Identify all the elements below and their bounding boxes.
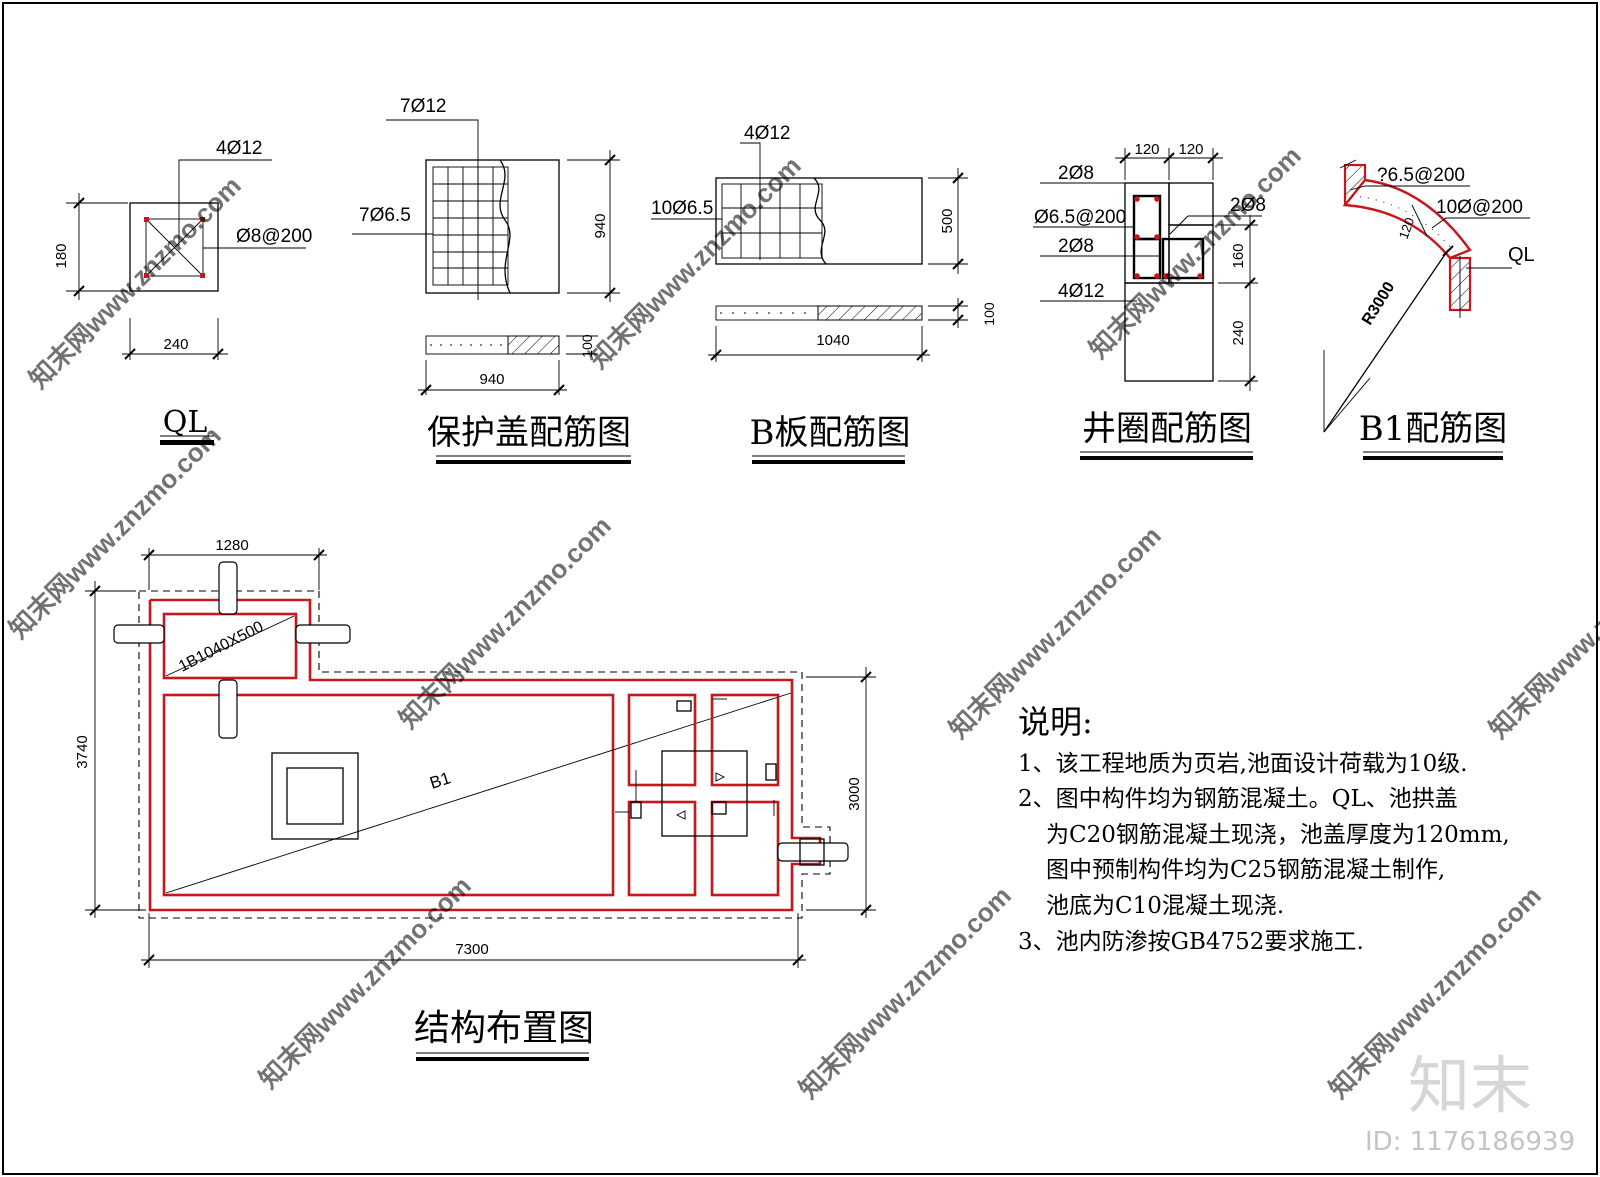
layout-dim-top: 1280 [215, 537, 248, 554]
notes-line-6: 3、池内防渗按GB4752要求施工. [1018, 929, 1364, 955]
cover-rebar-top-label: 7Ø12 [400, 96, 446, 117]
pipe-left [113, 624, 165, 644]
watermark-text: 知末网www.znzmo.com [793, 880, 1017, 1104]
b1-rebar-2: 10Ø@200 [1436, 197, 1523, 218]
bslab-title: B板配筋图 [750, 413, 911, 453]
watermark-text: 知末网www.znzmo.com [23, 170, 247, 394]
ring-dim-top-right: 120 [1178, 141, 1203, 158]
layout-dim-left: 3740 [74, 735, 91, 768]
bslab-rebar-side-label: 10Ø6.5 [651, 198, 713, 219]
cover-dim-width: 940 [479, 371, 504, 388]
bslab-detail: 4Ø12 10Ø6.5 500 100 1040 B板配筋图 [651, 123, 997, 464]
pipe-right-top [295, 624, 351, 644]
ql-dim-height: 180 [53, 243, 70, 268]
ring-detail: 120 120 2Ø8 Ø6.5@200 2Ø8 4Ø12 2Ø8 160 24… [1033, 141, 1266, 460]
b1-rebar-1: ?6.5@200 [1377, 165, 1465, 186]
ring-rebar-2: Ø6.5@200 [1034, 207, 1126, 228]
watermark-text: 知末网www.znzmo.com [393, 510, 617, 734]
bslab-dim-width: 1040 [816, 332, 849, 349]
watermark-text: 知末网www.znzmo.com [3, 420, 227, 644]
bslab-rebar-top-label: 4Ø12 [744, 123, 790, 144]
ring-title: 井圈配筋图 [1082, 409, 1252, 449]
watermark-logo: 知末 [1408, 1049, 1532, 1122]
notes-line-1: 1、该工程地质为页岩,池面设计荷载为10级. [1018, 751, 1468, 777]
watermark-text: 知末网www.znzmo.com [1083, 140, 1307, 364]
watermark-text: 知末网www.znzmo.com [1483, 520, 1600, 744]
ring-rebar-3: 2Ø8 [1058, 236, 1094, 257]
cover-rebar-side-label: 7Ø6.5 [359, 205, 411, 226]
pipe-down [218, 679, 238, 739]
cover-dim-thickness: 100 [579, 334, 595, 358]
watermark-id: ID: 1176186939 [1365, 1127, 1575, 1157]
layout-dim-bottom: 7300 [455, 941, 488, 958]
pipe-top [218, 561, 238, 615]
layout-dim-right: 3000 [846, 777, 863, 810]
notes-block: 说明: 1、该工程地质为页岩,池面设计荷载为10级. 2、图中构件均为钢筋混凝土… [1018, 703, 1510, 955]
ql-title: QL [163, 405, 208, 440]
notes-line-3: 为C20钢筋混凝土现浇，池盖厚度为120mm, [1046, 822, 1510, 848]
ring-rebar-right: 2Ø8 [1230, 195, 1266, 216]
layout-plan: 1B1040X500 B1 1280 [74, 537, 876, 1061]
b1-title: B1配筋图 [1359, 409, 1508, 449]
ring-dim-top-left: 120 [1134, 141, 1159, 158]
ql-top-rebar-label: 4Ø12 [216, 138, 262, 159]
watermark-text: 知末网www.znzmo.com [583, 150, 807, 374]
layout-slab-label: 1B1040X500 [176, 618, 266, 675]
b1-detail: ?6.5@200 10Ø@200 120 QL R3000 B1配筋图 [1323, 159, 1535, 460]
watermark-layer: 知末网www.znzmo.com 知末网www.znzmo.com 知末网www… [3, 140, 1600, 1157]
layout-b1-label: B1 [427, 768, 453, 792]
ring-rebar-1: 2Ø8 [1058, 163, 1094, 184]
bslab-dim-height: 500 [939, 208, 956, 233]
ql-detail: 4Ø12 Ø8@200 180 240 QL [53, 138, 312, 445]
notes-line-5: 池底为C10混凝土现浇. [1046, 893, 1284, 919]
b1-thickness: 120 [1396, 216, 1418, 242]
cover-detail: 7Ø12 7Ø6.5 940 100 940 保护盖配筋图 [352, 96, 631, 464]
cover-dim-height: 940 [592, 213, 609, 238]
notes-heading: 说明: [1018, 703, 1093, 741]
ql-dim-width: 240 [163, 336, 188, 353]
ring-rebar-4: 4Ø12 [1058, 281, 1104, 302]
cover-title: 保护盖配筋图 [427, 413, 631, 453]
b1-ql-label: QL [1508, 244, 1535, 266]
notes-line-4: 图中预制构件均为C25钢筋混凝土制作, [1046, 857, 1445, 883]
bslab-dim-thickness: 100 [981, 302, 997, 326]
layout-title: 结构布置图 [414, 1008, 594, 1049]
ring-dim-upper: 160 [1230, 243, 1247, 268]
b1-radius: R3000 [1359, 279, 1398, 328]
pipe-out [777, 842, 849, 862]
notes-line-2: 2、图中构件均为钢筋混凝土。QL、池拱盖 [1018, 786, 1458, 812]
ql-stirrup-label: Ø8@200 [236, 226, 312, 247]
ring-dim-lower: 240 [1230, 320, 1247, 345]
